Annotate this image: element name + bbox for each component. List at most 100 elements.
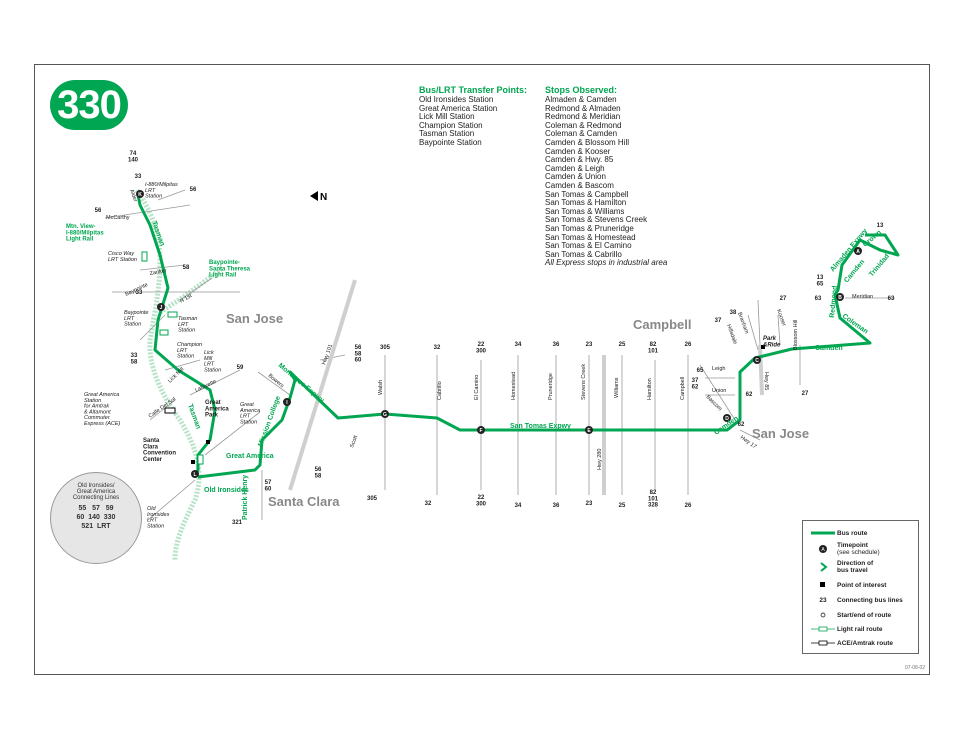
street-label: San Tomas Expwy	[510, 423, 571, 430]
timepoint-f: F	[477, 426, 485, 434]
city-label: San Jose	[226, 311, 283, 326]
svg-text:J: J	[160, 305, 163, 311]
bus-line-number: 32	[425, 501, 432, 507]
timepoint-k: K	[136, 190, 144, 198]
bus-line-number: 59	[237, 365, 244, 371]
bus-line-number: 63	[815, 296, 822, 302]
street-label: Stevens Creek	[581, 364, 587, 400]
street-label: Camden	[815, 345, 843, 352]
stop-observed: All Express stops in industrial area	[545, 258, 668, 268]
stop-observed: San Tomas & Cabrillo	[545, 249, 622, 259]
bus-line-number: 23	[586, 501, 593, 507]
bus-line-number: 305	[380, 345, 391, 351]
poi-park-ride	[761, 345, 765, 349]
city-label: Campbell	[633, 317, 692, 332]
stop-observed: Camden & Blossom Hill	[545, 137, 630, 147]
street-label: Cabrillo	[437, 381, 443, 400]
street-label: Meridian	[852, 294, 873, 300]
stop-observed: San Tomas & El Camino	[545, 241, 632, 251]
circle-lines-row: 60 140 330	[76, 514, 116, 521]
transfer-point: Champion Station	[419, 120, 483, 130]
svg-text:C: C	[755, 358, 759, 364]
timepoint-b: B	[836, 293, 844, 301]
street-label: Patrick Henry	[242, 475, 249, 520]
street-label: Old Ironsides	[204, 487, 249, 494]
street-label: Camden	[843, 259, 866, 285]
circle-lines-row: 55 57 59	[78, 505, 114, 512]
bus-line-number: 32	[434, 345, 441, 351]
bus-line-number: 23	[586, 342, 593, 348]
stop-observed: Redmond & Meridian	[545, 112, 621, 122]
timepoint-c: C	[753, 356, 761, 364]
street-label: McCarthy	[106, 215, 130, 221]
poi-label: Park&Ride	[763, 336, 781, 348]
svg-text:E: E	[587, 428, 591, 434]
bus-line-number: 25	[619, 503, 626, 509]
circle-lines-row: 521 LRT	[81, 523, 111, 530]
street-label: Redmond	[829, 285, 839, 318]
date-code: 07-08-02	[905, 665, 926, 671]
stop-observed: San Tomas & Campbell	[545, 189, 629, 199]
timepoint-d: D	[723, 414, 731, 422]
street-label: Trinidad	[868, 253, 891, 278]
transfer-point: Lick Mill Station	[419, 112, 475, 122]
stop-observed: Coleman & Camden	[545, 129, 618, 139]
street-label: Scott	[349, 434, 359, 448]
bus-line-number: 26	[685, 503, 692, 509]
bus-line-number: 13	[877, 223, 884, 229]
poi-convention	[191, 460, 195, 464]
transfer-heading: Bus/LRT Transfer Points:	[419, 85, 528, 95]
street-label: Mission College	[257, 395, 282, 448]
svg-text:F: F	[479, 428, 482, 434]
highway-lines	[288, 279, 764, 495]
stop-observed: Redmond & Almaden	[545, 103, 621, 113]
bus-line-number: 27	[780, 296, 787, 302]
timepoint-i: I	[283, 398, 291, 406]
stop-observed: San Tomas & Homestead	[545, 232, 636, 242]
bus-line-number: 36	[553, 503, 560, 509]
svg-text:I: I	[286, 400, 288, 406]
legend-light-rail: Light rail route	[809, 623, 883, 635]
transfer-point: Old Ironsides Station	[419, 95, 494, 104]
svg-text:B: B	[838, 295, 842, 301]
transfer-point: Baypointe Station	[419, 137, 482, 147]
map-legend: Bus route A Timepoint(see schedule) Dire…	[802, 520, 919, 654]
map-frame	[34, 64, 930, 675]
svg-text:K: K	[138, 192, 142, 198]
bus-line-number: 37	[715, 318, 722, 324]
stop-observed: San Tomas & Hamilton	[545, 198, 627, 208]
bus-line-number: 25	[619, 342, 626, 348]
timepoint-l: L	[191, 470, 199, 478]
street-label: Hwy 85	[763, 372, 769, 390]
stop-observed: Camden & Union	[545, 172, 606, 182]
street-label: Williams	[614, 377, 620, 398]
legend-start-end: Start/end of route	[809, 609, 891, 621]
street-label: Zanker	[149, 268, 167, 277]
transfer-point: Tasman Station	[419, 129, 475, 139]
street-label: Campbell	[680, 377, 686, 400]
stop-observed: San Tomas & Pruneridge	[545, 223, 634, 233]
street-label: Alder	[128, 189, 138, 203]
street-label: Hwy 280	[597, 449, 603, 470]
stop-observed: Almaden & Camden	[545, 95, 617, 104]
bus-line-number: 26	[685, 342, 692, 348]
transfer-point: Great America Station	[419, 103, 498, 113]
timepoint-g: G	[381, 410, 389, 418]
street-label: Kooser	[775, 309, 787, 328]
